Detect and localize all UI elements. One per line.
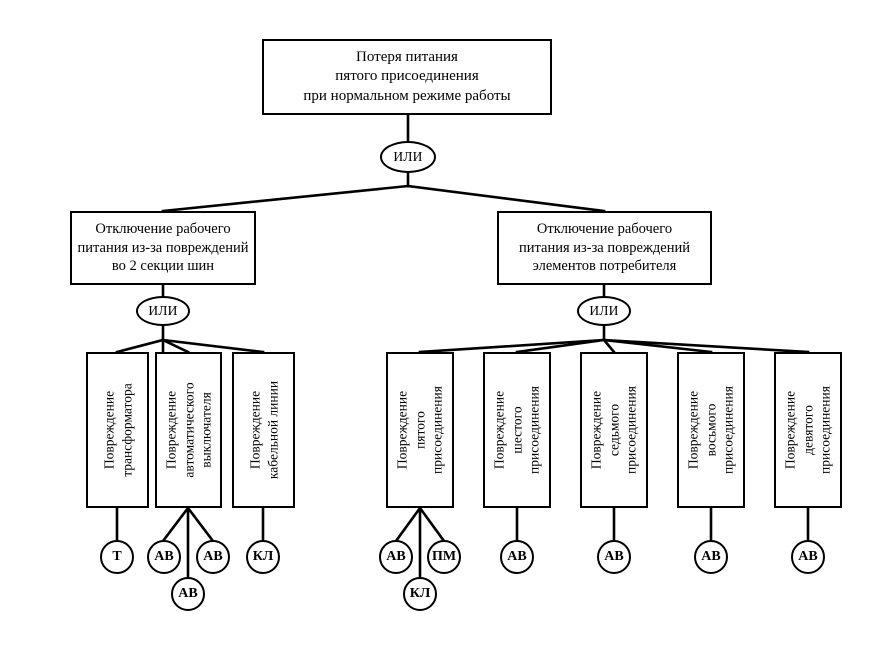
leaf-box-left-2-line-1: Повреждение bbox=[163, 390, 179, 470]
edge-right-gate-to-box3 bbox=[602, 338, 616, 354]
leaf-box-right-1-line-1: Повреждение bbox=[394, 390, 410, 470]
intermediate-right-line-2: питания из-за повреждений bbox=[518, 239, 691, 256]
edge-lbox2-to-AB-left bbox=[161, 506, 190, 543]
leaf-box-right-4-line-1: Повреждение bbox=[685, 390, 701, 470]
top-event-box[interactable]: Потеря питания пятого присоединения при … bbox=[262, 39, 552, 115]
leaf-box-right-4[interactable]: Повреждение восьмого присоединения bbox=[677, 352, 745, 508]
intermediate-right-line-3: элементов потребителя bbox=[532, 258, 677, 275]
edge-right-gate-to-box5 bbox=[602, 338, 810, 354]
leaf-box-left-1-line-2: трансформатора bbox=[118, 383, 134, 477]
basic-event-right-2[interactable]: ПМ bbox=[427, 540, 461, 574]
leaf-box-right-5[interactable]: Повреждение девятого присоединения bbox=[774, 352, 842, 508]
basic-event-left-4[interactable]: АВ bbox=[171, 577, 205, 611]
basic-event-right-3[interactable]: КЛ bbox=[403, 577, 437, 611]
basic-event-right-7-label: АВ bbox=[798, 549, 818, 564]
edge-right-gate-to-box1 bbox=[418, 338, 606, 354]
leaf-box-left-3-line-1: Повреждение bbox=[246, 390, 262, 470]
edge-left-gate-to-box3 bbox=[161, 338, 265, 354]
top-event-line-3: при нормальном режиме работы bbox=[303, 87, 511, 104]
leaf-box-right-1[interactable]: Повреждение пятого присоединения bbox=[386, 352, 454, 508]
leaf-box-left-3-line-2: кабельной линии bbox=[264, 380, 280, 480]
basic-event-left-2[interactable]: АВ bbox=[147, 540, 181, 574]
intermediate-left-line-1: Отключение рабочего bbox=[95, 221, 231, 238]
basic-event-left-1[interactable]: Т bbox=[100, 540, 134, 574]
basic-event-right-6-label: АВ bbox=[701, 549, 721, 564]
leaf-box-right-5-line-2: девятого bbox=[800, 405, 816, 455]
gate-right-or[interactable]: ИЛИ bbox=[577, 296, 631, 326]
leaf-box-left-1-line-1: Повреждение bbox=[100, 390, 116, 470]
basic-event-right-6[interactable]: АВ bbox=[694, 540, 728, 574]
top-event-line-2: пятого присоединения bbox=[335, 68, 479, 85]
top-event-line-1: Потеря питания bbox=[356, 49, 458, 66]
basic-event-left-5-label: КЛ bbox=[252, 549, 274, 564]
leaf-box-right-1-line-2: пятого bbox=[412, 411, 428, 449]
gate-left-or[interactable]: ИЛИ bbox=[136, 296, 190, 326]
leaf-box-right-3-line-2: седьмого bbox=[606, 403, 622, 457]
basic-event-right-7[interactable]: АВ bbox=[791, 540, 825, 574]
leaf-box-left-2[interactable]: Повреждение автоматического выключателя bbox=[155, 352, 222, 508]
basic-event-left-5[interactable]: КЛ bbox=[246, 540, 280, 574]
edge-rbox1-to-PM bbox=[418, 506, 446, 543]
basic-event-right-5-label: АВ bbox=[604, 549, 624, 564]
leaf-box-right-3[interactable]: Повреждение седьмого присоединения bbox=[580, 352, 648, 508]
edge-root-to-right-box bbox=[406, 184, 606, 213]
leaf-box-left-3[interactable]: Повреждение кабельной линии bbox=[232, 352, 295, 508]
edge-left-gate-to-box1 bbox=[115, 338, 165, 354]
basic-event-left-3[interactable]: АВ bbox=[196, 540, 230, 574]
basic-event-right-1[interactable]: АВ bbox=[379, 540, 413, 574]
edge-left-gate-to-box2 bbox=[161, 338, 190, 354]
basic-event-right-3-label: КЛ bbox=[409, 586, 431, 601]
intermediate-right-box[interactable]: Отключение рабочего питания из-за повреж… bbox=[497, 211, 712, 285]
basic-event-left-3-label: АВ bbox=[203, 549, 223, 564]
leaf-box-left-2-line-3: выключателя bbox=[198, 392, 214, 468]
leaf-box-left-2-line-2: автоматического bbox=[180, 382, 196, 478]
basic-event-right-2-label: ПМ bbox=[431, 549, 457, 564]
edge-root-to-left-box bbox=[161, 184, 410, 213]
gate-root-label: ИЛИ bbox=[393, 149, 423, 164]
edge-lbox2-to-AB-right bbox=[186, 506, 215, 543]
intermediate-left-line-3: во 2 секции шин bbox=[111, 258, 215, 275]
basic-event-left-1-label: Т bbox=[112, 549, 122, 564]
basic-event-right-4[interactable]: АВ bbox=[500, 540, 534, 574]
basic-event-right-1-label: АВ bbox=[386, 549, 406, 564]
leaf-box-right-4-line-3: присоединения bbox=[720, 386, 736, 474]
edge-right-gate-to-box4 bbox=[602, 338, 713, 354]
leaf-box-right-2-line-3: присоединения bbox=[526, 386, 542, 474]
basic-event-right-5[interactable]: АВ bbox=[597, 540, 631, 574]
gate-left-label: ИЛИ bbox=[148, 303, 178, 318]
leaf-box-right-4-line-2: восьмого bbox=[703, 403, 719, 457]
edge-right-gate-to-box2 bbox=[515, 338, 606, 354]
leaf-box-right-2-line-2: шестого bbox=[509, 406, 525, 454]
leaf-box-right-3-line-1: Повреждение bbox=[588, 390, 604, 470]
basic-event-left-2-label: АВ bbox=[154, 549, 174, 564]
intermediate-left-line-2: питания из-за повреждений bbox=[77, 239, 249, 256]
edge-rbox1-to-AB bbox=[394, 506, 422, 543]
basic-event-left-4-label: АВ bbox=[178, 586, 198, 601]
gate-root-or[interactable]: ИЛИ bbox=[380, 141, 436, 173]
gate-right-label: ИЛИ bbox=[589, 303, 619, 318]
leaf-box-right-1-line-3: присоединения bbox=[429, 386, 445, 474]
intermediate-right-line-1: Отключение рабочего bbox=[536, 221, 673, 238]
basic-event-right-4-label: АВ bbox=[507, 549, 527, 564]
leaf-box-right-2[interactable]: Повреждение шестого присоединения bbox=[483, 352, 551, 508]
leaf-box-right-2-line-1: Повреждение bbox=[491, 390, 507, 470]
leaf-box-right-5-line-1: Повреждение bbox=[782, 390, 798, 470]
intermediate-left-box[interactable]: Отключение рабочего питания из-за повреж… bbox=[70, 211, 256, 285]
leaf-box-right-5-line-3: присоединения bbox=[817, 386, 833, 474]
leaf-box-left-1[interactable]: Повреждение трансформатора bbox=[86, 352, 149, 508]
leaf-box-right-3-line-3: присоединения bbox=[623, 386, 639, 474]
